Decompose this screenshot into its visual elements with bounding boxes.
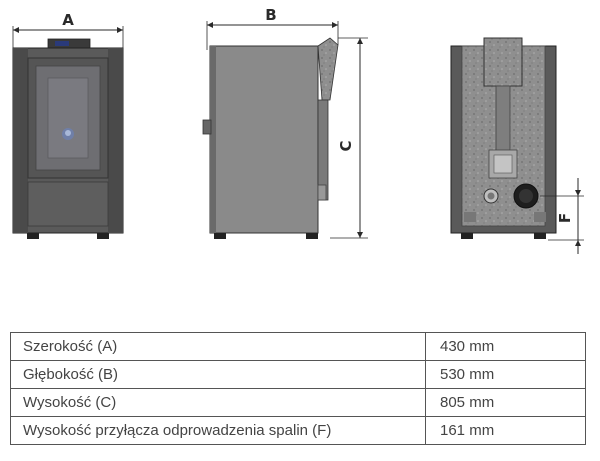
dimension-f-label: F [556, 213, 574, 223]
spec-label: Wysokość przyłącza odprowadzenia spalin … [10, 416, 426, 445]
table-row: Szerokość (A) 430 mm [10, 332, 586, 361]
dimension-f: F [540, 178, 584, 254]
front-view: A [12, 11, 124, 239]
rear-panel [317, 37, 339, 101]
side-body [209, 45, 319, 234]
table-row: Wysokość (C) 805 mm [10, 388, 586, 417]
dimension-b-label: B [265, 6, 276, 24]
air-inlet-icon [483, 188, 499, 204]
flame-icon [62, 128, 74, 140]
door-handle [202, 119, 212, 135]
spec-value: 161 mm [425, 416, 586, 445]
flue-outlet-icon [513, 183, 539, 209]
table-row: Wysokość przyłącza odprowadzenia spalin … [10, 416, 586, 445]
dimension-b: B [206, 6, 339, 50]
spec-value: 805 mm [425, 388, 586, 417]
spec-table: Szerokość (A) 430 mm Głębokość (B) 530 m… [10, 332, 586, 445]
spec-label: Głębokość (B) [10, 360, 426, 389]
stove-drawings: A B [12, 6, 584, 254]
air-duct [483, 37, 523, 87]
table-row: Głębokość (B) 530 mm [10, 360, 586, 389]
rear-view: F [450, 37, 584, 254]
side-view: B C [202, 6, 368, 239]
spec-label: Wysokość (C) [10, 388, 426, 417]
dimension-c: C [330, 37, 368, 239]
dimension-a: A [12, 11, 124, 50]
spec-label: Szerokość (A) [10, 332, 426, 361]
spec-value: 530 mm [425, 360, 586, 389]
dimension-a-label: A [62, 11, 74, 29]
spec-value: 430 mm [425, 332, 586, 361]
dimension-c-label: C [337, 140, 355, 151]
